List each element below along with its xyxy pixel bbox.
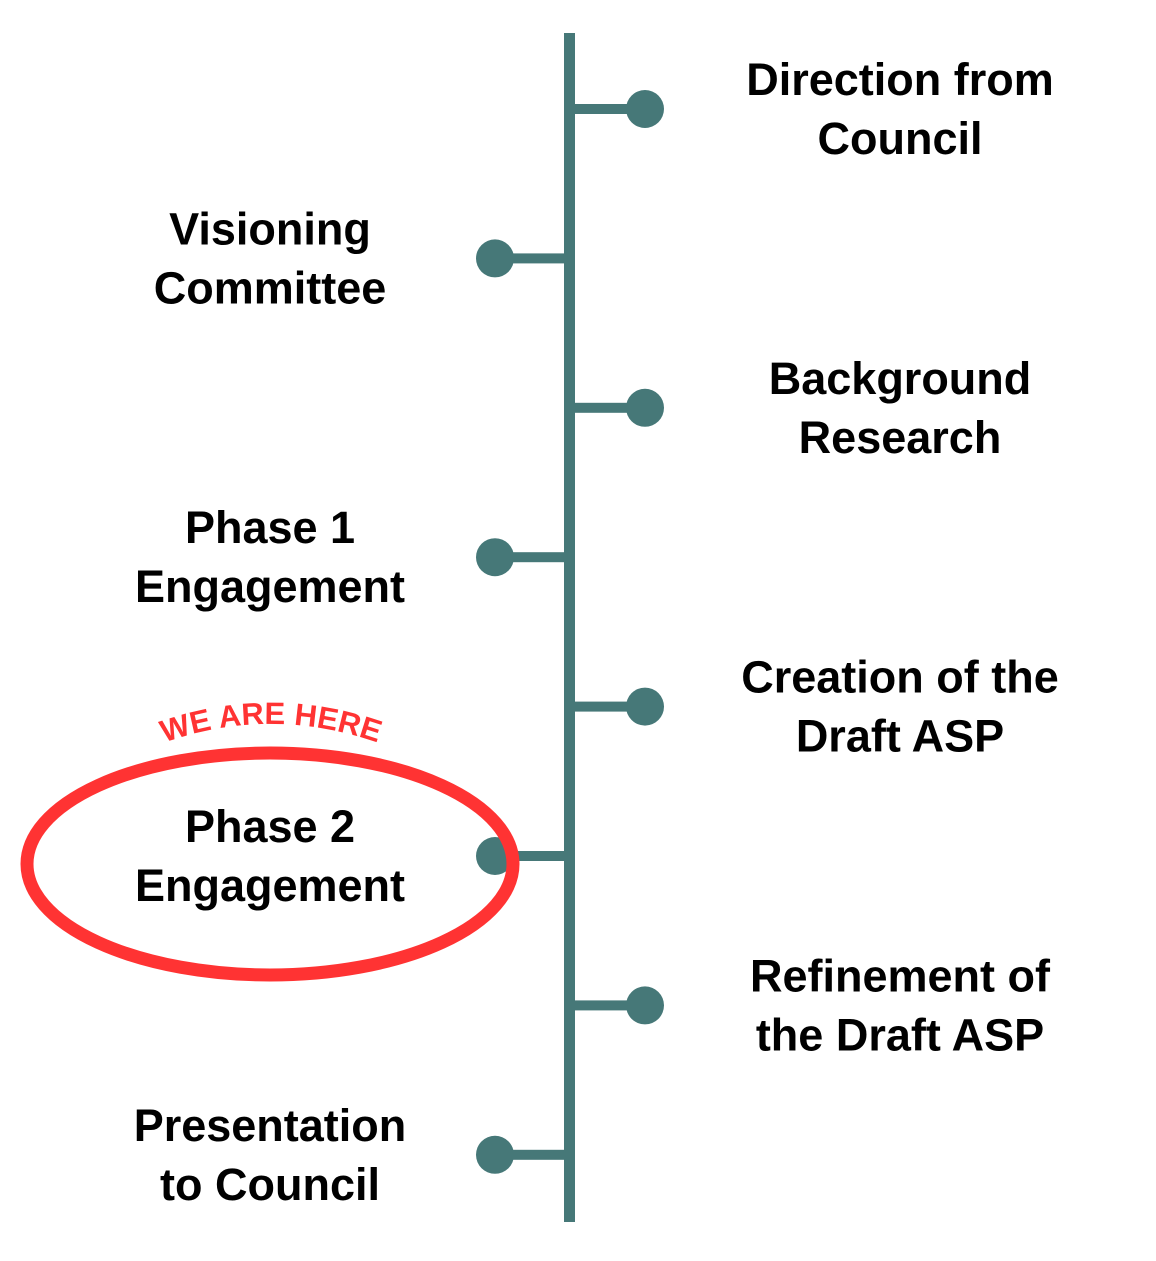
timeline-step: Presentation to Council: [134, 1100, 570, 1210]
step-dot: [476, 239, 514, 278]
step-label-line: Research: [799, 412, 1002, 463]
we-are-here-label: WE ARE HERE: [156, 696, 386, 749]
step-label: Phase 2 Engagement: [135, 801, 405, 911]
step-connector: [495, 552, 570, 563]
step-label-line: Draft ASP: [796, 711, 1004, 762]
step-label-line: Creation of the: [741, 652, 1059, 703]
step-connector: [495, 253, 570, 264]
step-label-line: to Council: [160, 1159, 380, 1210]
step-dot: [476, 538, 514, 577]
step-dot: [626, 388, 664, 427]
step-dot: [626, 986, 664, 1025]
step-label-line: Visioning: [169, 203, 371, 254]
timeline-step: Phase 2 Engagement: [135, 801, 570, 911]
step-connector: [570, 104, 645, 114]
step-connector: [495, 851, 570, 861]
step-label-line: Background: [769, 353, 1032, 404]
step-connector: [570, 1000, 645, 1011]
we-are-here-ellipse: [20, 746, 520, 982]
timeline-spine: [564, 33, 575, 1222]
step-label-line: Refinement of: [750, 950, 1051, 1001]
step-label-line: Phase 2: [185, 801, 355, 852]
step-label-line: Committee: [154, 262, 387, 313]
step-label: Phase 1 Engagement: [135, 502, 405, 612]
step-label-line: Presentation: [134, 1100, 407, 1151]
step-label-line: Engagement: [135, 561, 405, 612]
step-dot: [476, 1135, 514, 1174]
step-dot: [626, 687, 664, 726]
step-label: Refinement of the Draft ASP: [750, 950, 1051, 1060]
step-label-line: Phase 1: [185, 502, 355, 553]
step-label-line: the Draft ASP: [756, 1009, 1044, 1060]
step-label-line: Direction from: [746, 54, 1054, 105]
step-label-line: Council: [818, 113, 983, 164]
step-connector: [570, 402, 645, 413]
step-connector: [570, 701, 645, 712]
step-dot: [626, 90, 664, 128]
step-connector: [495, 1149, 570, 1160]
step-label-line: Engagement: [135, 860, 405, 911]
timeline-step: Phase 1 Engagement: [135, 502, 570, 612]
timeline-step: Refinement of the Draft ASP: [570, 950, 1051, 1060]
step-label: Presentation to Council: [134, 1100, 407, 1210]
